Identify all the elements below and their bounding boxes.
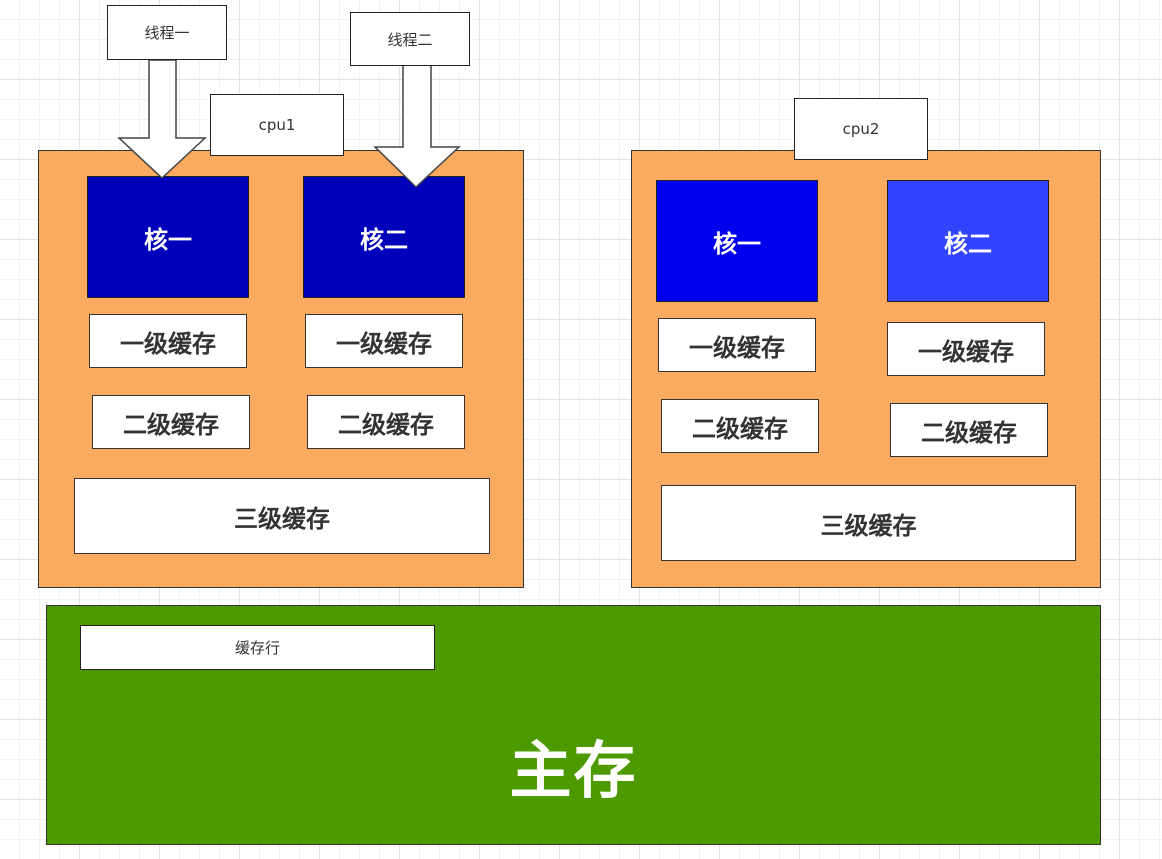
thread1-label: 线程一 bbox=[107, 5, 227, 60]
cpu2-l3-cache: 三级缓存 bbox=[661, 485, 1076, 561]
cpu1-l3-cache: 三级缓存 bbox=[74, 478, 490, 554]
cpu1-core2-l2-cache: 二级缓存 bbox=[307, 395, 465, 449]
cpu1-core1-l2-cache: 二级缓存 bbox=[92, 395, 250, 449]
main-memory-title: 主存 bbox=[509, 734, 638, 807]
cpu2-label: cpu2 bbox=[794, 98, 928, 160]
cpu1-core1-l1-cache: 一级缓存 bbox=[89, 314, 247, 368]
cpu1-core2-l1-cache: 一级缓存 bbox=[305, 314, 463, 368]
cpu1-label: cpu1 bbox=[210, 94, 344, 156]
cpu2-core1-l2-cache: 二级缓存 bbox=[661, 399, 819, 453]
cpu2-core2: 核二 bbox=[887, 180, 1049, 302]
cpu2-core1: 核一 bbox=[656, 180, 818, 302]
cache-line-label: 缓存行 bbox=[80, 625, 435, 670]
cpu2-core2-l2-cache: 二级缓存 bbox=[890, 403, 1048, 457]
cpu1-core2: 核二 bbox=[303, 176, 465, 298]
cpu1-core1: 核一 bbox=[87, 176, 249, 298]
thread2-label: 线程二 bbox=[350, 12, 470, 66]
cpu2-core1-l1-cache: 一级缓存 bbox=[658, 318, 816, 372]
cpu2-core2-l1-cache: 一级缓存 bbox=[887, 322, 1045, 376]
